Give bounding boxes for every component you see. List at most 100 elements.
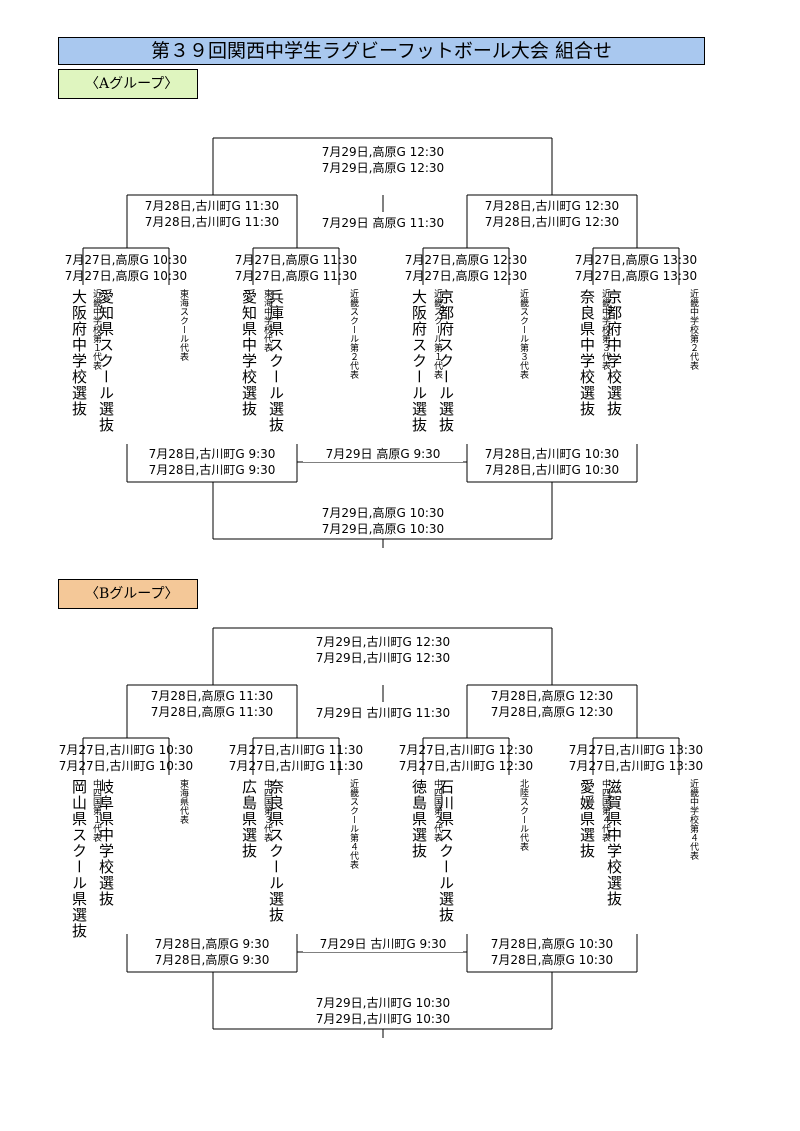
team-name: 岡山県スクール県選抜 [70, 779, 88, 939]
group-b-label: 〈Bグループ〉 [58, 579, 198, 609]
semi-bot-match-1-line: 7月28日,高原G 9:30 [154, 953, 270, 967]
team-name: 奈良県スクール選抜 [267, 779, 285, 923]
final-top-match: 7月29日,古川町G 12:30 7月29日,古川町G 12:30 [303, 634, 463, 666]
team-qualifier: 近畿スクール第４代表 [348, 779, 358, 869]
semi-top-match-1-line: 7月28日,古川町G 11:30 [144, 199, 280, 213]
semi-bot-match-1-line: 7月28日,古川町G 9:30 [148, 463, 276, 477]
semi-bot-match-1-line: 7月28日,高原G 9:30 [154, 937, 270, 951]
page-title: 第３９回関西中学生ラグビーフットボール大会 組合せ [58, 37, 705, 65]
team-qualifier: 近畿スクール第３代表 [518, 289, 528, 379]
round1-match-3-line: 7月27日,古川町G 12:30 [398, 743, 534, 757]
semi-bot-match-1: 7月28日,古川町G 9:30 7月28日,古川町G 9:30 [132, 446, 292, 478]
semi-bot-match-1-line: 7月28日,古川町G 9:30 [148, 447, 276, 461]
team-qualifier: 近畿スクール第２代表 [348, 289, 358, 379]
team-name: 岐阜県中学校選抜 [97, 779, 115, 907]
round1-match-3-line: 7月27日,古川町G 12:30 [398, 759, 534, 773]
semi-top-match-2-line: 7月28日,高原G 12:30 [490, 689, 614, 703]
team-name: 徳島県選抜 [410, 779, 428, 859]
team-qualifier: 東海中学校代表 [262, 289, 272, 352]
final-bot-match: 7月29日,古川町G 10:30 7月29日,古川町G 10:30 [303, 995, 463, 1027]
final-top-match: 7月29日,高原G 12:30 7月29日,高原G 12:30 [303, 144, 463, 176]
semi-bot-match-2-line: 7月28日,古川町G 10:30 [484, 463, 620, 477]
mid-top-match: 7月29日 高原G 11:30 [303, 215, 463, 231]
team-name: 京都府中学校選抜 [605, 289, 623, 417]
final-bot-match: 7月29日,高原G 10:30 7月29日,高原G 10:30 [303, 505, 463, 537]
final-top-match-line: 7月29日,高原G 12:30 [321, 145, 445, 159]
semi-bot-match-2: 7月28日,高原G 10:30 7月28日,高原G 10:30 [472, 936, 632, 968]
team-qualifier: 東海スクール代表 [178, 289, 188, 361]
round1-match-1-line: 7月27日,高原G 10:30 [64, 269, 188, 283]
round1-match-3: 7月27日,古川町G 12:30 7月27日,古川町G 12:30 [386, 742, 546, 774]
semi-bot-match-2-line: 7月28日,古川町G 10:30 [484, 447, 620, 461]
round1-match-2: 7月27日,古川町G 11:30 7月27日,古川町G 11:30 [216, 742, 376, 774]
semi-bot-match-2-line: 7月28日,高原G 10:30 [490, 937, 614, 951]
round1-match-2-line: 7月27日,高原G 11:30 [234, 269, 358, 283]
semi-top-match-2-line: 7月28日,古川町G 12:30 [484, 199, 620, 213]
final-bot-match-line: 7月29日,高原G 10:30 [321, 522, 445, 536]
team-qualifier: 中四国第１代表 [91, 779, 101, 842]
team-qualifier: 東海県代表 [178, 779, 188, 824]
round1-match-4-line: 7月27日,高原G 13:30 [574, 253, 698, 267]
team-name: 京都府スクール選抜 [437, 289, 455, 433]
round1-match-2-line: 7月27日,古川町G 11:30 [228, 759, 364, 773]
semi-top-match-2: 7月28日,高原G 12:30 7月28日,高原G 12:30 [472, 688, 632, 720]
round1-match-3-line: 7月27日,高原G 12:30 [404, 269, 528, 283]
round1-match-4-line: 7月27日,古川町G 13:30 [568, 759, 704, 773]
team-qualifier: 近畿中学校第２代表 [688, 289, 698, 370]
semi-top-match-1-line: 7月28日,古川町G 11:30 [144, 215, 280, 229]
semi-bot-match-2: 7月28日,古川町G 10:30 7月28日,古川町G 10:30 [472, 446, 632, 478]
mid-bot-match: 7月29日 高原G 9:30 [303, 446, 463, 462]
semi-top-match-1-line: 7月28日,高原G 11:30 [150, 705, 274, 719]
mid-top-match: 7月29日 古川町G 11:30 [303, 705, 463, 721]
round1-match-1: 7月27日,古川町G 10:30 7月27日,古川町G 10:30 [46, 742, 206, 774]
semi-bot-match-2-line: 7月28日,高原G 10:30 [490, 953, 614, 967]
round1-match-4-line: 7月27日,古川町G 13:30 [568, 743, 704, 757]
semi-top-match-1: 7月28日,高原G 11:30 7月28日,高原G 11:30 [132, 688, 292, 720]
team-qualifier: 北陸スクール代表 [518, 779, 528, 851]
team-qualifier: 近畿スクール第１代表 [432, 289, 442, 379]
team-name: 奈良県中学校選抜 [578, 289, 596, 417]
semi-top-match-1: 7月28日,古川町G 11:30 7月28日,古川町G 11:30 [132, 198, 292, 230]
round1-match-2-line: 7月27日,古川町G 11:30 [228, 743, 364, 757]
team-name: 滋賀県中学校選抜 [605, 779, 623, 907]
team-name: 石川県スクール選抜 [437, 779, 455, 923]
team-qualifier: 中四国第３代表 [262, 779, 272, 842]
team-name: 大阪府スクール選抜 [410, 289, 428, 433]
round1-match-1-line: 7月27日,古川町G 10:30 [58, 743, 194, 757]
round1-match-3: 7月27日,高原G 12:30 7月27日,高原G 12:30 [386, 252, 546, 284]
team-qualifier: 中四国第２代表 [432, 779, 442, 842]
team-qualifier: 中四国第４代表 [600, 779, 610, 842]
round1-match-1-line: 7月27日,古川町G 10:30 [58, 759, 194, 773]
mid-bot-match: 7月29日 古川町G 9:30 [303, 936, 463, 952]
round1-match-4: 7月27日,古川町G 13:30 7月27日,古川町G 13:30 [556, 742, 716, 774]
team-name: 愛知県中学校選抜 [240, 289, 258, 417]
round1-match-2-line: 7月27日,高原G 11:30 [234, 253, 358, 267]
final-top-match-line: 7月29日,古川町G 12:30 [315, 635, 451, 649]
team-qualifier: 近畿中学校第３代表 [600, 289, 610, 370]
semi-top-match-2-line: 7月28日,高原G 12:30 [490, 705, 614, 719]
round1-match-4: 7月27日,高原G 13:30 7月27日,高原G 13:30 [556, 252, 716, 284]
semi-top-match-1-line: 7月28日,高原G 11:30 [150, 689, 274, 703]
team-name: 愛媛県選抜 [578, 779, 596, 859]
group-a-label: 〈Aグループ〉 [58, 69, 198, 99]
team-name: 兵庫県スクール選抜 [267, 289, 285, 433]
team-name: 広島県選抜 [240, 779, 258, 859]
final-top-match-line: 7月29日,高原G 12:30 [321, 161, 445, 175]
team-name: 大阪府中学校選抜 [70, 289, 88, 417]
final-top-match-line: 7月29日,古川町G 12:30 [315, 651, 451, 665]
team-qualifier: 近畿中学校第１代表 [91, 289, 101, 370]
final-bot-match-line: 7月29日,古川町G 10:30 [315, 1012, 451, 1026]
final-bot-match-line: 7月29日,高原G 10:30 [321, 506, 445, 520]
round1-match-4-line: 7月27日,高原G 13:30 [574, 269, 698, 283]
team-qualifier: 近畿中学校第４代表 [688, 779, 698, 860]
semi-bot-match-1: 7月28日,高原G 9:30 7月28日,高原G 9:30 [132, 936, 292, 968]
team-name: 愛知県スクール選抜 [97, 289, 115, 433]
final-bot-match-line: 7月29日,古川町G 10:30 [315, 996, 451, 1010]
round1-match-2: 7月27日,高原G 11:30 7月27日,高原G 11:30 [216, 252, 376, 284]
round1-match-1: 7月27日,高原G 10:30 7月27日,高原G 10:30 [46, 252, 206, 284]
semi-top-match-2: 7月28日,古川町G 12:30 7月28日,古川町G 12:30 [472, 198, 632, 230]
round1-match-3-line: 7月27日,高原G 12:30 [404, 253, 528, 267]
semi-top-match-2-line: 7月28日,古川町G 12:30 [484, 215, 620, 229]
round1-match-1-line: 7月27日,高原G 10:30 [64, 253, 188, 267]
